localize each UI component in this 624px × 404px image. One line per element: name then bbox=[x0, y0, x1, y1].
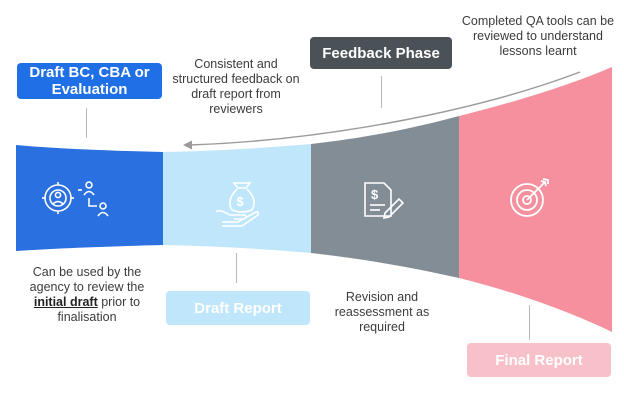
funnel-segment-final bbox=[459, 67, 612, 332]
note-revision: Revision and reassessment as required bbox=[334, 290, 430, 334]
target-icon bbox=[510, 178, 549, 217]
connector-feedback bbox=[381, 76, 382, 108]
stage-label-final-report-text: Final Report bbox=[495, 351, 583, 369]
feedback-arrow bbox=[189, 71, 581, 146]
connector-final bbox=[529, 305, 530, 340]
stage-label-draft-report: Draft Report bbox=[166, 291, 310, 325]
emphasis-initial-draft: initial draft bbox=[33, 295, 98, 309]
team-process-icon bbox=[42, 181, 109, 217]
note-consistent-feedback: Consistent and structured feedback on dr… bbox=[172, 57, 300, 116]
stage-label-feedback-text: Feedback Phase bbox=[322, 44, 440, 62]
stage-label-draft-report-text: Draft Report bbox=[194, 299, 282, 317]
note-agency-review: Can be used by the agency to review the … bbox=[29, 265, 145, 324]
svg-text:$: $ bbox=[371, 187, 379, 202]
connector-draft bbox=[86, 108, 87, 138]
note-qa-tools: Completed QA tools can be reviewed to un… bbox=[461, 14, 615, 58]
document-dollar-icon: $ bbox=[364, 182, 405, 220]
funnel-segment-feedback bbox=[311, 116, 459, 278]
stage-label-draft-text: Draft BC, CBA or Evaluation bbox=[29, 64, 150, 98]
svg-text:$: $ bbox=[237, 194, 245, 209]
feedback-arrowhead bbox=[183, 140, 192, 150]
stage-label-final-report: Final Report bbox=[467, 343, 611, 377]
connector-draft-report bbox=[236, 253, 237, 283]
money-hand-icon: $ bbox=[216, 182, 260, 227]
funnel-segment-draft-report bbox=[163, 144, 311, 253]
stage-label-draft: Draft BC, CBA or Evaluation bbox=[17, 63, 162, 99]
stage-label-feedback: Feedback Phase bbox=[310, 37, 452, 69]
